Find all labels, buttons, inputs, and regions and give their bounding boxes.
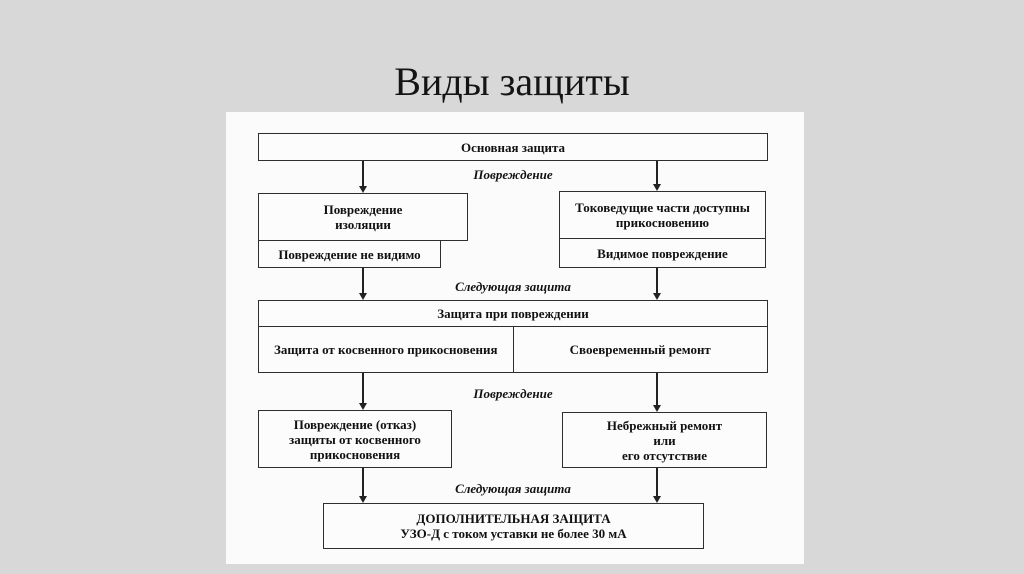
box-visible-damage: Видимое повреждение: [559, 238, 766, 268]
arrow-main-to-insulation: [359, 161, 367, 193]
cell-timely-repair: Своевременный ремонт: [512, 327, 768, 372]
arrow-repair-to-additional: [653, 468, 661, 503]
box-fault-protection: Защита при повреждении Защита от косвенн…: [258, 300, 768, 373]
box-careless-repair: Небрежный ремонт или его отсутствие: [562, 412, 767, 468]
box-live-parts: Токоведущие части доступны прикосновению: [559, 191, 766, 239]
fault-protection-row: Защита от косвенного прикосновения Своев…: [259, 327, 767, 372]
box-damage-not-visible: Повреждение не видимо: [258, 240, 441, 268]
arrow-failure-to-additional: [359, 468, 367, 503]
box-live-parts-line1: Токоведущие части доступны: [575, 200, 750, 215]
box-protection-failure: Повреждение (отказ) защиты от косвенного…: [258, 410, 452, 468]
box-main-protection-label: Основная защита: [460, 139, 566, 155]
label-next-protection-2: Следующая защита: [455, 481, 571, 496]
box-careless-repair-line3: его отсутствие: [621, 447, 708, 463]
arrow-live-parts-to-fault: [653, 268, 661, 300]
arrow-fault-to-failure: [359, 373, 367, 410]
box-fault-protection-header: Защита при повреждении: [259, 301, 767, 327]
box-protection-failure-line2: защиты от косвенного: [289, 431, 421, 447]
box-damage-not-visible-label: Повреждение не видимо: [278, 246, 421, 262]
box-live-parts-line2: прикосновению: [615, 215, 710, 230]
arrow-main-to-live-parts: [653, 161, 661, 191]
box-main-protection: Основная защита: [258, 133, 768, 161]
box-protection-failure-line1: Повреждение (отказ): [293, 416, 417, 432]
box-careless-repair-line1: Небрежный ремонт: [606, 417, 723, 433]
box-additional-protection-line1: ДОПОЛНИТЕЛЬНАЯ ЗАЩИТА: [416, 511, 611, 526]
box-insulation-damage-line1: Повреждение: [323, 202, 403, 217]
label-damage-1: Повреждение: [473, 167, 553, 182]
arrow-fault-to-careless-repair: [653, 373, 661, 412]
box-careless-repair-line2: или: [653, 432, 676, 448]
slide-title: Виды защиты: [394, 59, 630, 104]
box-visible-damage-label: Видимое повреждение: [597, 245, 728, 261]
box-insulation-damage: Повреждение изоляции: [258, 193, 468, 241]
box-insulation-damage-line2: изоляции: [335, 217, 391, 232]
cell-indirect-contact-protection: Защита от косвенного прикосновения: [273, 342, 498, 357]
arrow-insulation-to-fault: [359, 268, 367, 300]
box-additional-protection-line2: УЗО-Д с током уставки не более 30 мА: [400, 526, 627, 541]
box-protection-failure-line3: прикосновения: [309, 446, 401, 462]
label-damage-2: Повреждение: [473, 386, 553, 401]
label-next-protection-1: Следующая защита: [455, 279, 571, 294]
box-additional-protection: ДОПОЛНИТЕЛЬНАЯ ЗАЩИТА УЗО-Д с током уста…: [323, 503, 704, 549]
